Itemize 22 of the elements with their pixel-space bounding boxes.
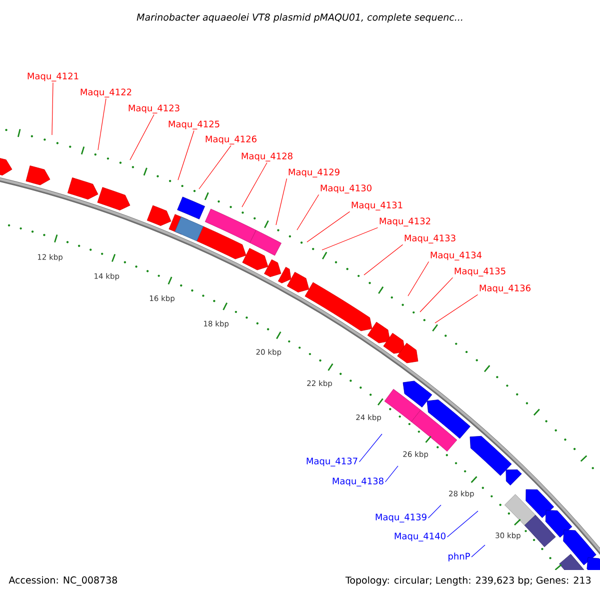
gene-label: phnP	[448, 552, 470, 562]
gene-label: Maqu_4136	[480, 284, 530, 294]
gene-label: Maqu_4132	[380, 218, 430, 226]
gene-label: Maqu_4123	[128, 104, 180, 114]
gene-label: Maqu_4135	[454, 268, 506, 276]
gene-label: Maqu_4133	[404, 234, 456, 244]
gene-label: Maqu_4140	[394, 532, 446, 542]
gene-label: Maqu_4129	[288, 168, 340, 178]
gene-label: Maqu_4125	[168, 120, 220, 130]
gene-label: Maqu_4134	[430, 252, 482, 260]
gene-label: Maqu_4121	[28, 72, 78, 82]
gene-label: Maqu_4128	[242, 152, 292, 162]
summary-text: Topology: circular; Length: 239,623 bp; Genes: 213	[345, 576, 591, 586]
gene-label: Maqu_4137	[306, 458, 358, 466]
gene-label: Maqu_4130	[320, 184, 372, 194]
gene-label: Maqu_4126	[206, 136, 256, 144]
gene-label: Maqu_4139	[376, 514, 426, 522]
gene-label: Maqu_4138	[332, 478, 384, 486]
gene-label: Maqu_4122	[80, 88, 132, 98]
title: Marinobacter aquaeolei VT8 plasmid pMAQU01, complete sequenc...	[136, 13, 462, 23]
accession-text: Accession: NC_008738	[8, 576, 118, 586]
gene-label: Maqu_4131	[352, 202, 402, 210]
